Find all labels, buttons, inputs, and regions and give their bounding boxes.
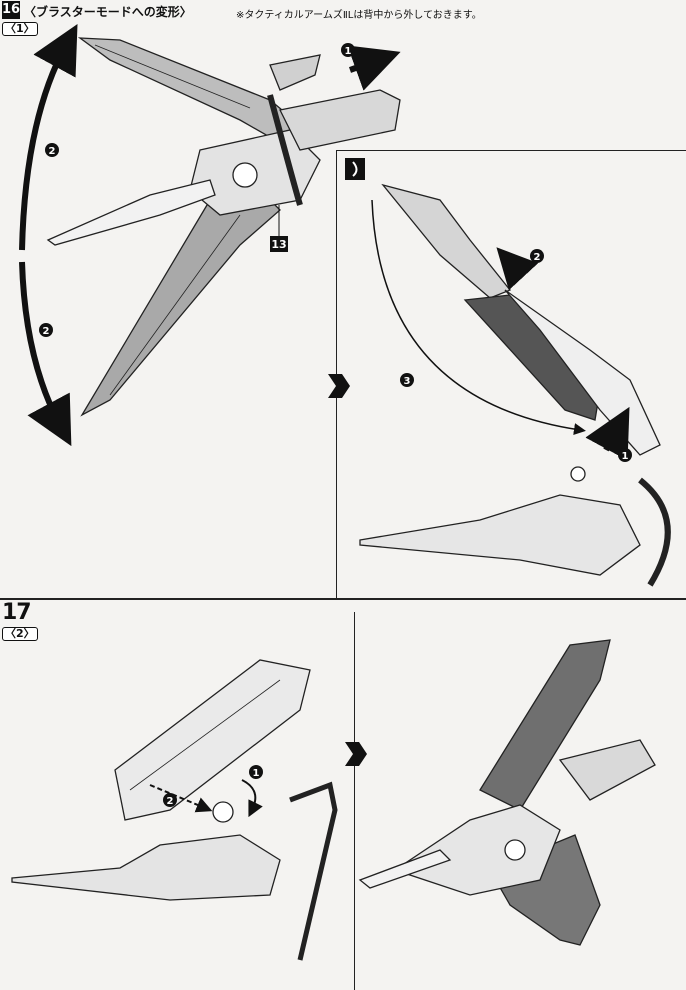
rotate-arrows [19,23,78,447]
sub-step-label-2: 〈2〉 [2,627,38,641]
column-divider [354,612,355,990]
rotate-arrow-1 [241,779,263,818]
page-header: 16 〈ブラスターモードへの変形〉 ※タクティカルアームズⅡLは背中から外してお… [0,0,686,21]
swing-arrow-3 [371,199,586,436]
callout-2a: 2 [49,146,56,157]
part-number: 13 [271,238,286,251]
sub-step-label-1: 〈1〉 [2,22,38,36]
callout-2c: 2 [534,252,541,263]
part-tag-icon [345,158,365,180]
callout-1b: 1 [622,451,629,462]
callout-2d: 2 [167,796,174,807]
callout-markers: 1 2 2 2 3 1 1 2 [39,43,632,807]
arrow-right-icon [328,374,350,398]
push-arrow-1 [347,45,401,91]
step-title: 〈ブラスターモードへの変形〉 [24,5,192,19]
callout-1: 1 [345,46,352,57]
attach-arrow-2 [149,784,213,813]
slide-arrow-2 [496,247,539,291]
arrow-right-icon-2 [345,742,367,766]
wing-attach-drawing [11,659,338,961]
mecha-wings-drawing [46,37,401,417]
step-note: ※タクティカルアームズⅡLは背中から外しておきます。 [236,10,482,21]
step-number: 16 [2,1,21,19]
callout-1c: 1 [253,768,260,779]
callout-2b: 2 [43,326,50,337]
section-divider [0,598,686,600]
part-number-box [270,236,288,252]
blaster-mode-drawing [358,639,656,946]
callout-3: 3 [404,376,411,387]
step-number-17: 17 [2,600,32,625]
lift-arrow-1 [585,406,630,461]
